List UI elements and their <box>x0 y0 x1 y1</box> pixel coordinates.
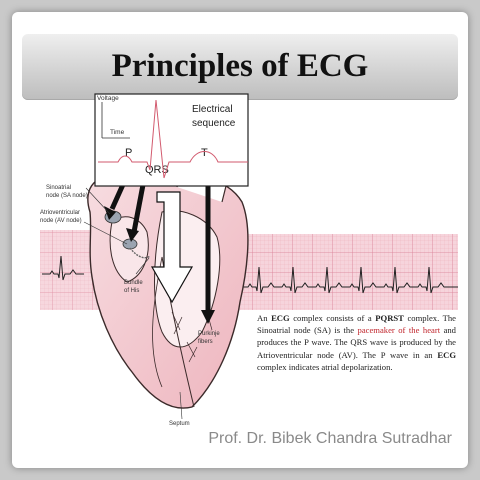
av-node-marker <box>122 238 138 250</box>
label-septum: Septum <box>169 421 190 427</box>
ecg-trace <box>242 266 458 294</box>
label-purkinje-2: fibers <box>198 339 213 345</box>
wave-label-t: T <box>201 147 208 159</box>
conduction-arrow-bundle <box>150 191 194 304</box>
label-av-node-1: Atrioventricular <box>40 210 80 216</box>
axis-voltage-label: Voltage <box>97 95 119 102</box>
author-name: Prof. Dr. Bibek Chandra Sutradhar <box>208 430 452 447</box>
sequence-title-line1: Electrical <box>192 104 233 115</box>
sequence-title-line2: sequence <box>192 118 236 129</box>
label-av-node-2: node (AV node) <box>40 218 82 224</box>
label-purkinje-1: Purkinje <box>198 331 220 337</box>
electrical-sequence-inset: Voltage Time Electrical sequence P QRS T <box>94 93 249 187</box>
slide-title: Principles of ECG <box>111 48 369 84</box>
slide: Principles of ECG <box>12 12 468 468</box>
title-bar: Principles of ECG <box>22 34 458 100</box>
axis-time-label: Time <box>110 129 125 136</box>
wave-label-p: P <box>125 147 132 159</box>
label-sa-node-1: Sinoatrial <box>46 185 71 191</box>
inset-ecg-wave <box>98 99 248 179</box>
label-bundle-1: Bundle <box>124 280 143 286</box>
label-bundle-2: of His <box>124 288 139 294</box>
label-sa-node-2: node (SA node) <box>46 193 88 199</box>
ecg-description: An ECG complex consists of a PQRST compl… <box>257 313 456 372</box>
ecg-heart-diagram: Voltage Time Electrical sequence P QRS T… <box>40 93 458 427</box>
